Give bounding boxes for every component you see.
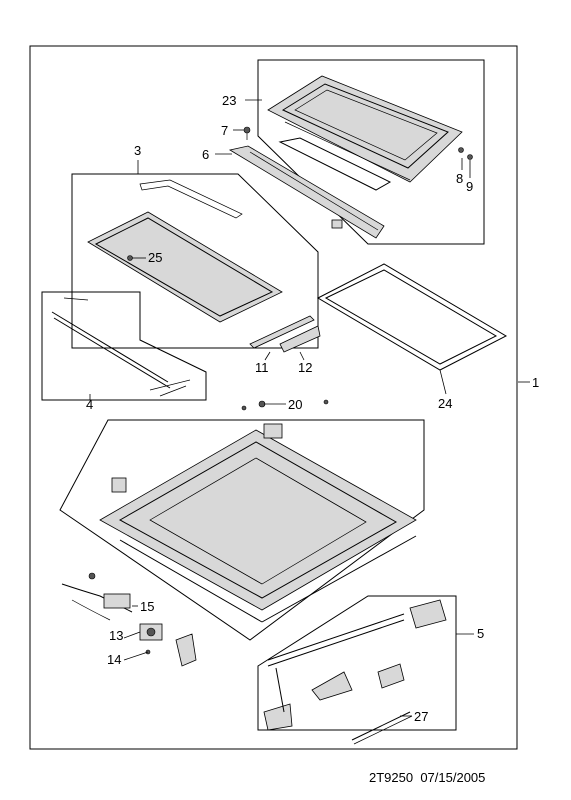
- callout-8: 8: [456, 171, 464, 186]
- drain-tubes-4: [51, 297, 191, 397]
- screw-9: [467, 154, 473, 160]
- switch-bracket: [175, 633, 197, 667]
- leader-lines: [89, 99, 530, 717]
- callout-1: 1: [532, 375, 540, 390]
- group-box-5: [257, 595, 457, 731]
- callout-5: 5: [477, 626, 485, 641]
- callout-12: 12: [298, 360, 313, 375]
- callout-14: 14: [107, 652, 122, 667]
- screw-8: [458, 147, 464, 153]
- sunroof-frame-1: [99, 399, 417, 623]
- guide-rail-11: [249, 315, 315, 349]
- group-box-3: [71, 173, 319, 349]
- callout-11: 11: [255, 360, 269, 375]
- callout-27: 27: [414, 709, 429, 724]
- group-box-23: [257, 59, 485, 245]
- callout-15: 15: [140, 599, 155, 614]
- drawing-reference: 2T9250 07/15/2005: [369, 771, 485, 785]
- drawing-date: 07/15/2005: [420, 770, 486, 785]
- callout-6: 6: [202, 147, 210, 162]
- wind-deflector-6: [228, 137, 392, 239]
- callout-23: 23: [222, 93, 237, 108]
- callout-25: 24: [438, 396, 453, 411]
- outer-border: [29, 45, 518, 750]
- wiring-harness-15: [61, 572, 133, 621]
- group-box-4: [41, 291, 207, 401]
- screw-7: [243, 126, 251, 140]
- sunshade-panel-3: [87, 179, 283, 323]
- callout-4: 4: [86, 397, 94, 412]
- cable-27: [351, 711, 413, 745]
- callout-13: 13: [109, 628, 124, 643]
- callout-24: 25: [148, 250, 163, 265]
- callout-7: 7: [221, 123, 229, 138]
- seal-25: [316, 263, 508, 371]
- motor-13: [139, 623, 163, 641]
- callout-20: 20: [288, 397, 303, 412]
- frame-box-1: [59, 419, 425, 641]
- bracket-12: [279, 325, 321, 353]
- drawing-number: 2T9250: [369, 770, 414, 785]
- callout-9: 9: [466, 179, 474, 194]
- callout-3: 3: [134, 143, 142, 158]
- mechanism-5: [263, 599, 447, 731]
- glass-panel-23: [267, 75, 463, 183]
